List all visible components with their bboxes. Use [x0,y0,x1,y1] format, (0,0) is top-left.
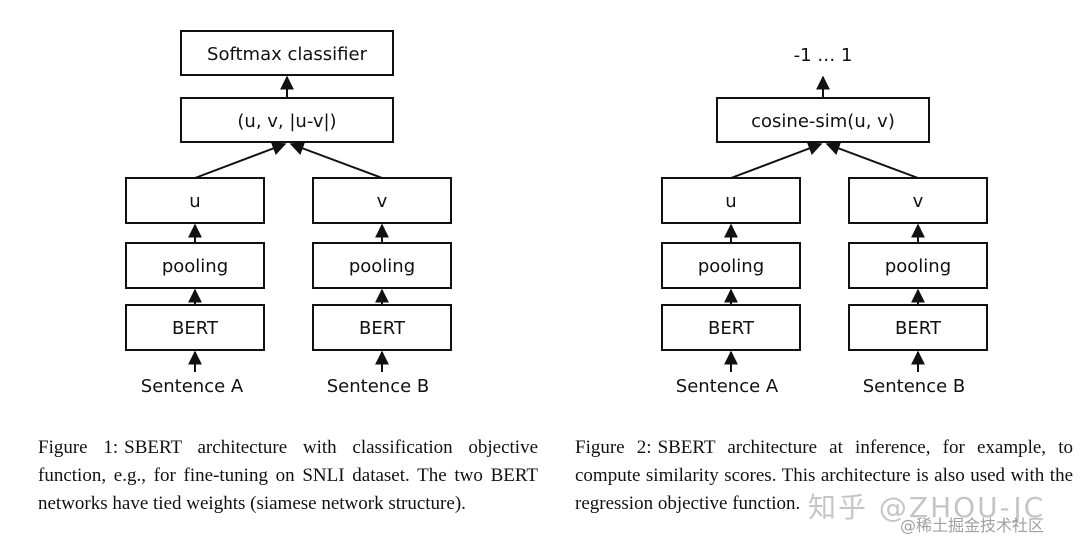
right-bert-box [312,304,452,351]
figure2-labels: -1 … 1 cosine-sim(u, v) u pooling BERT S… [676,45,965,397]
right-embedding-box [312,177,452,224]
sentence-a-label: Sentence A [141,376,244,397]
f2-right-embedding-label: v [913,191,924,212]
softmax-classifier-box [180,30,394,76]
f2-arrow-v-to-cosine [825,141,919,179]
figure1-labels: Softmax classifier (u, v, |u-v|) u pooli… [141,44,429,397]
figure2-caption-text: SBERT architecture at inference, for exa… [575,437,1074,514]
concat-box [180,97,394,143]
right-bert-label: BERT [359,318,406,339]
right-pooling-label: pooling [349,256,415,277]
arrow-u-to-concat [194,141,287,179]
figure2-diagram [661,75,988,372]
cosine-sim-box [716,97,930,143]
figure2-caption: Figure 2:SBERT architecture at inference… [575,434,1073,518]
concat-label: (u, v, |u-v|) [237,111,336,132]
f2-left-pooling-label: pooling [698,256,764,277]
cosine-sim-label: cosine-sim(u, v) [751,111,895,132]
f2-left-embedding-label: u [725,191,736,212]
right-pooling-box [312,242,452,289]
f2-sentence-a-label: Sentence A [676,376,779,397]
arrow-v-to-concat [289,141,383,179]
left-embedding-label: u [189,191,200,212]
architecture-diagrams: Softmax classifier (u, v, |u-v|) u pooli… [125,30,988,397]
left-pooling-label: pooling [162,256,228,277]
figure1-caption-label: Figure 1: [38,437,119,458]
left-pooling-box [125,242,265,289]
f2-right-bert-label: BERT [895,318,942,339]
f2-right-pooling-label: pooling [885,256,951,277]
f2-arrow-u-to-cosine [730,141,823,179]
figure1-caption: Figure 1:SBERT architecture with classif… [38,434,538,518]
output-range-label: -1 … 1 [794,45,853,66]
f2-left-bert-label: BERT [708,318,755,339]
figure1-diagram [125,30,452,372]
figure1-caption-text: SBERT architecture with classification o… [38,437,539,514]
f2-right-pooling-box [848,242,988,289]
f2-sentence-b-label: Sentence B [863,376,966,397]
f2-right-embedding-box [848,177,988,224]
left-bert-box [125,304,265,351]
left-bert-label: BERT [172,318,219,339]
sentence-b-label: Sentence B [327,376,430,397]
zhihu-watermark: 知乎 @ZHOU-JC [808,491,1046,524]
juejin-watermark: @稀土掘金技术社区 [900,516,1045,535]
f2-left-embedding-box [661,177,801,224]
figure2-caption-label: Figure 2: [575,437,652,458]
right-embedding-label: v [377,191,388,212]
softmax-classifier-label: Softmax classifier [207,44,368,65]
